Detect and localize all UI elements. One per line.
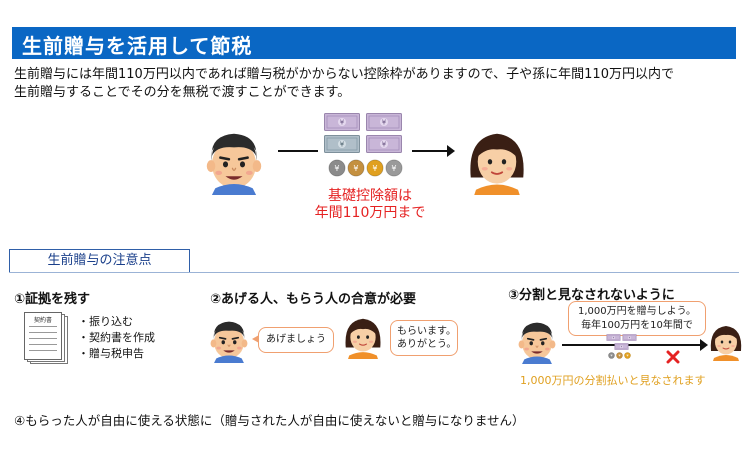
receiver-bubble-text-2: ありがとう。: [397, 339, 457, 350]
banknote-icon: [614, 343, 629, 350]
man-face-icon: [206, 317, 252, 363]
bullet-item: ・振り込む: [78, 315, 133, 328]
money-illustration: [322, 113, 404, 183]
woman-face-icon: [706, 318, 746, 364]
receiver-speech-bubble: もらいます。 ありがとう。: [390, 320, 458, 356]
arrow-icon: [412, 150, 450, 152]
arrow-icon: [278, 150, 318, 152]
notes-heading: 生前贈与の注意点: [47, 253, 152, 268]
deduction-note: 基礎控除額は 年間110万円まで: [290, 188, 450, 222]
coin-icon: [624, 352, 631, 359]
split-caption: 1,000万円の分割払いと見なされます: [520, 374, 706, 387]
point-2-title: ②あげる人、もらう人の合意が必要: [210, 292, 417, 307]
banknote-icon: [622, 334, 637, 341]
coin-icon: [385, 159, 403, 177]
receiver-bubble-text-1: もらいます。: [397, 326, 456, 337]
banknote-icon: [322, 135, 362, 153]
money-illustration-small: [606, 334, 638, 362]
bullet-item: ・贈与税申告: [78, 347, 144, 360]
man-face-icon: [200, 127, 268, 195]
document-icon: 契約書: [24, 312, 68, 364]
arrowhead-icon: [700, 339, 708, 351]
page-title: 生前贈与を活用して節税: [22, 34, 253, 58]
arrow-icon: [562, 344, 702, 346]
man-face-icon: [514, 318, 560, 364]
point-3-title: ③分割と見なされないように: [508, 288, 675, 303]
banknote-icon: [364, 135, 404, 153]
split-bubble-text-1: 1,000万円を贈与しよう。: [577, 306, 697, 317]
intro-text: 生前贈与には年間110万円以内であれば贈与税がかからない控除枠がありますので、子…: [14, 66, 742, 102]
giver-speech-bubble: あげましょう: [258, 327, 334, 353]
deduction-line-1: 基礎控除額は: [328, 188, 412, 204]
banknote-icon: [322, 113, 362, 131]
coin-icon: [608, 352, 615, 359]
intro-line-2: 生前贈与することでその分を無税で渡すことができます。: [14, 85, 351, 100]
bubble-tail: [252, 335, 259, 343]
title-banner: [12, 27, 736, 59]
banknote-icon: [364, 113, 404, 131]
coin-icon: [328, 159, 346, 177]
arrowhead-icon: [447, 145, 455, 157]
coin-icon: [366, 159, 384, 177]
banknote-icon: [606, 334, 621, 341]
point-1-bullets: ・振り込む ・契約書を作成 ・贈与税申告: [78, 314, 155, 362]
coin-icon: [616, 352, 623, 359]
document-label: 契約書: [33, 317, 52, 324]
point-4-text: ④もらった人が自由に使える状態に（贈与された人が自由に使えないと贈与になりません…: [14, 413, 525, 428]
coin-icon: [347, 159, 365, 177]
intro-line-1: 生前贈与には年間110万円以内であれば贈与税がかからない控除枠がありますので、子…: [14, 67, 674, 82]
split-speech-bubble: 1,000万円を贈与しよう。 毎年100万円を10年間で: [568, 301, 706, 336]
bullet-item: ・契約書を作成: [78, 331, 155, 344]
point-1-title: ①証拠を残す: [14, 292, 91, 307]
split-bubble-text-2: 毎年100万円を10年間で: [581, 320, 693, 331]
deduction-line-2: 年間110万円まで: [314, 205, 426, 221]
divider: [9, 272, 739, 273]
notes-heading-box: 生前贈与の注意点: [9, 249, 190, 273]
giver-bubble-text: あげましょう: [266, 334, 326, 345]
cross-mark-icon: [666, 350, 680, 364]
woman-face-icon: [340, 312, 386, 360]
woman-face-icon: [462, 124, 532, 196]
